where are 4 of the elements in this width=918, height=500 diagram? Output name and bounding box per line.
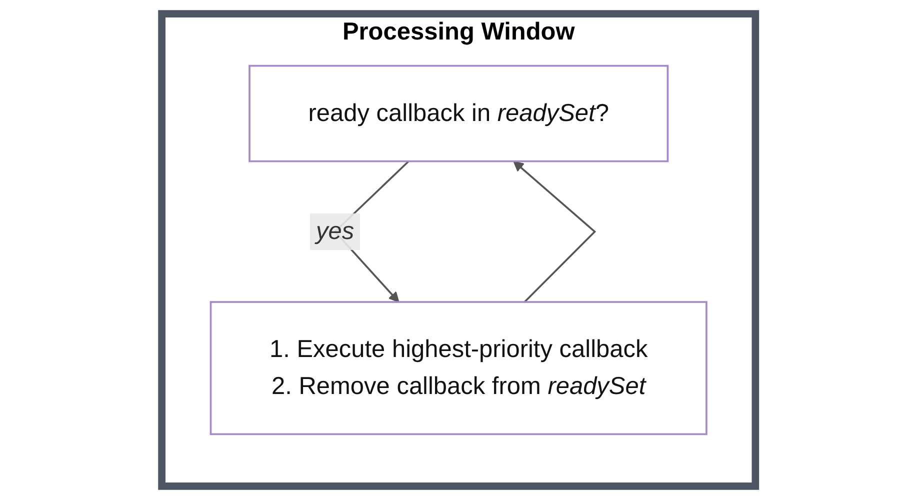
arrow xyxy=(514,160,596,303)
node-box: 1. Execute highest-priority callback 2. Remove callback from readySet xyxy=(210,301,708,436)
node-box: ready callback in readySet? xyxy=(248,64,670,162)
edge-label: yes xyxy=(316,218,354,246)
